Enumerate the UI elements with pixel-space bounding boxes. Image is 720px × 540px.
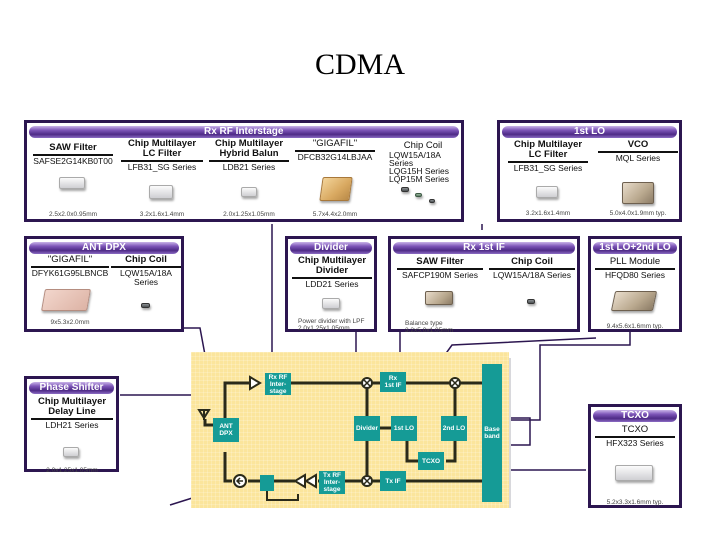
panel-header: ANT DPX: [82, 242, 126, 253]
product-saw-filter: SAW Filter SAFSE2G14KB0T00 2.5x2.0x0.95m…: [33, 142, 113, 218]
panel-header: Divider: [314, 242, 348, 253]
panel-rx-rf-interstage: Rx RF Interstage SAW Filter SAFSE2G14KB0…: [24, 120, 464, 222]
product-chip-multilayer-lc-filter: Chip Multilayer LC Filter LFB31_SG Serie…: [121, 139, 203, 218]
component-image: [622, 182, 654, 204]
component-image: [429, 199, 435, 203]
block-2nd-lo[interactable]: 2nd LO: [441, 416, 467, 441]
panel-header: Rx 1st IF: [463, 242, 505, 253]
panel-header-bar: 1st LO: [502, 126, 677, 138]
product-chip-multilayer-divider: Chip Multilayer Divider LDD21 Series Pow…: [292, 256, 372, 332]
power-amplifier-icon: [304, 473, 317, 489]
component-image: [149, 185, 173, 199]
block-1st-lo[interactable]: 1st LO: [391, 416, 417, 441]
panel-header: Phase Shifter: [39, 382, 104, 393]
component-image: [425, 291, 453, 305]
panel-header-bar: Phase Shifter: [29, 382, 114, 394]
product-gigafil: "GIGAFIL" DFYK61G95LBNCB 9x5.3x2.0mm: [31, 254, 109, 326]
product-chip-multilayer-delay-line: Chip Multilayer Delay Line LDH21 Series …: [31, 397, 113, 474]
block-phase-shifter[interactable]: [260, 475, 274, 491]
panel-1st-lo-2nd-lo: 1st LO+2nd LO PLL Module HFQD80 Series 9…: [588, 236, 682, 332]
component-image: [536, 186, 558, 198]
panel-header: 1st LO+2nd LO: [599, 242, 671, 253]
panel-phase-shifter: Phase Shifter Chip Multilayer Delay Line…: [24, 376, 119, 474]
panel-ant-dpx: ANT DPX "GIGAFIL" DFYK61G95LBNCB 9x5.3x2…: [24, 236, 184, 332]
panel-header-bar: Rx RF Interstage: [29, 126, 459, 138]
panel-header-bar: Divider: [290, 242, 372, 254]
panel-1st-lo: 1st LO Chip Multilayer LC Filter LFB31_S…: [497, 120, 682, 222]
product-saw-filter: SAW Filter SAFCP190M Series Balance type…: [397, 257, 483, 334]
product-chip-multilayer-lc-filter: Chip Multilayer LC Filter LFB31_SG Serie…: [508, 140, 588, 217]
product-chip-coil: Chip Coil LQW15A/18A Series: [111, 255, 181, 308]
lna-amplifier-icon: [249, 375, 262, 391]
product-chip-coil: Chip Coil LQW15A/18A Series LQG15H Serie…: [383, 141, 463, 203]
component-image: [241, 187, 257, 197]
block-tcxo[interactable]: TCXO: [418, 452, 444, 470]
panel-header: Rx RF Interstage: [204, 126, 284, 137]
block-tx-if[interactable]: Tx IF: [380, 471, 406, 491]
block-ant-dpx[interactable]: ANT DPX: [213, 418, 239, 442]
panel-rx-1st-if: Rx 1st IF SAW Filter SAFCP190M Series Ba…: [388, 236, 580, 334]
slide-title: CDMA: [314, 48, 405, 81]
panel-header-bar: 1st LO+2nd LO: [593, 242, 677, 254]
component-image: [615, 465, 653, 481]
panel-header-bar: Rx 1st IF: [393, 242, 575, 254]
panel-header: 1st LO: [573, 126, 606, 137]
panel-header-bar: TCXO: [593, 410, 677, 422]
component-image: [415, 193, 422, 197]
component-image: [59, 177, 85, 189]
product-chip-coil: Chip Coil LQW15A/18A Series: [489, 257, 575, 304]
product-tcxo: TCXO HFX323 Series 5.2x3.3x1.6mm typ.: [595, 425, 675, 506]
component-image: [322, 298, 340, 309]
panel-divider: Divider Chip Multilayer Divider LDD21 Se…: [285, 236, 377, 332]
product-vco: VCO MQL Series 5.0x4.0x1.9mm typ.: [598, 140, 678, 217]
block-tx-rf-interstage[interactable]: Tx RF Inter- stage: [319, 471, 345, 494]
product-hybrid-balun: Chip Multilayer Hybrid Balun LDB21 Serie…: [209, 139, 289, 218]
block-divider[interactable]: Divider: [354, 416, 380, 441]
panel-tcxo: TCXO TCXO HFX323 Series 5.2x3.3x1.6mm ty…: [588, 404, 682, 508]
block-rx-1st-if[interactable]: Rx 1st IF: [380, 372, 406, 392]
driver-amplifier-icon: [293, 473, 306, 489]
block-rx-rf-interstage[interactable]: Rx RF Inter- stage: [265, 373, 291, 395]
component-image: [141, 303, 150, 308]
component-image: [63, 447, 79, 457]
component-image: [527, 299, 535, 304]
product-pll-module: PLL Module HFQD80 Series 9.4x5.6x1.6mm t…: [595, 257, 675, 330]
block-baseband[interactable]: Base band: [482, 364, 502, 502]
panel-header: TCXO: [621, 410, 649, 421]
component-image: [401, 187, 409, 192]
panel-header-bar: ANT DPX: [29, 242, 179, 254]
product-gigafil: "GIGAFIL" DFCB32G14LBJAA 5.7x4.4x2.0mm: [295, 139, 375, 218]
